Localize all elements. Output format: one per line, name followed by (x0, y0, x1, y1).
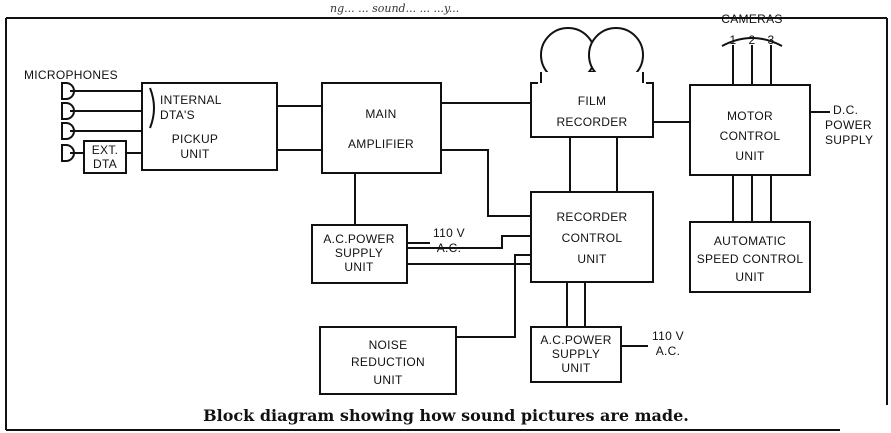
motor-control-label-1: MOTOR (727, 109, 773, 123)
internal-dtas-label-1: INTERNAL (160, 93, 222, 107)
ac-input-1-label-2: A.C. (437, 241, 462, 255)
motor-control-label-2: CONTROL (720, 129, 781, 143)
cameras-brace (721, 37, 783, 47)
microphone-icons (61, 82, 75, 162)
ac-power-supply-2-label-2: SUPPLY (552, 347, 600, 361)
header-fragment: ng... ... sound... ... ...y... (330, 2, 459, 15)
recorder-control-label-3: UNIT (577, 252, 607, 266)
noise-reduction-label-2: REDUCTION (351, 355, 425, 369)
noise-reduction-label-1: NOISE (369, 338, 408, 352)
pickup-unit-box (141, 82, 278, 171)
recorder-control-label-2: CONTROL (562, 231, 623, 245)
recorder-control-label-1: RECORDER (556, 210, 627, 224)
ac-power-supply-box-1 (311, 224, 408, 284)
ac-power-supply-1-label-1: A.C.POWER (323, 232, 394, 246)
ext-dta-box (83, 140, 127, 174)
dc-power-supply-label-2: POWER (825, 118, 872, 132)
ac-power-supply-2-label-3: UNIT (561, 361, 591, 375)
film-recorder-label-1: FILM (578, 94, 607, 108)
noise-reduction-label-3: UNIT (373, 373, 403, 387)
main-amplifier-box (321, 82, 442, 174)
amp-recctrl-line (441, 149, 531, 217)
noise-reduction-box (319, 326, 457, 395)
main-amplifier-label-2: AMPLIFIER (348, 137, 414, 151)
speed-control-box (689, 221, 811, 293)
recorder-control-box (530, 191, 654, 283)
pickup-unit-label-2: UNIT (180, 147, 210, 161)
ext-dta-label-2: DTA (93, 157, 117, 171)
diagram-caption: Block diagram showing how sound pictures… (203, 406, 689, 425)
psu-recctrl-line-1 (407, 235, 531, 249)
speed-control-label-2: SPEED CONTROL (697, 252, 804, 266)
dc-power-supply-label-1: D.C. (833, 103, 858, 117)
motor-control-label-3: UNIT (735, 149, 765, 163)
ac-power-supply-box-2 (530, 326, 622, 383)
ac-power-supply-1-label-2: SUPPLY (335, 246, 383, 260)
ac-input-2-label-2: A.C. (656, 344, 681, 358)
motor-speed-lines (732, 175, 772, 222)
film-reel-icon (538, 27, 646, 84)
ac-power-supply-1-label-3: UNIT (344, 260, 374, 274)
ac-power-supply-2-label-1: A.C.POWER (540, 333, 611, 347)
ac-input-1-label-1: 110 V (433, 226, 465, 240)
camera-number-2: 2 (749, 33, 756, 47)
speed-control-label-3: UNIT (735, 270, 765, 284)
ext-dta-label-1: EXT. (92, 143, 119, 157)
ac-input-2-label-1: 110 V (652, 329, 684, 343)
main-amplifier-label-1: MAIN (365, 107, 396, 121)
internal-dtas-label-2: DTA'S (160, 108, 195, 122)
cameras-label: CAMERAS (721, 12, 782, 26)
dc-power-supply-label-3: SUPPLY (825, 133, 873, 147)
internal-dta-brace (149, 87, 155, 129)
film-recorder-label-2: RECORDER (556, 115, 627, 129)
microphones-label: MICROPHONES (24, 68, 118, 82)
camera-number-3: 3 (768, 33, 775, 47)
camera-lines (732, 45, 772, 85)
pickup-unit-label-1: PICKUP (172, 132, 218, 146)
motor-control-box (689, 84, 811, 176)
camera-number-1: 1 (730, 33, 737, 47)
noise-recctrl-line (456, 254, 531, 338)
speed-control-label-1: AUTOMATIC (714, 234, 786, 248)
